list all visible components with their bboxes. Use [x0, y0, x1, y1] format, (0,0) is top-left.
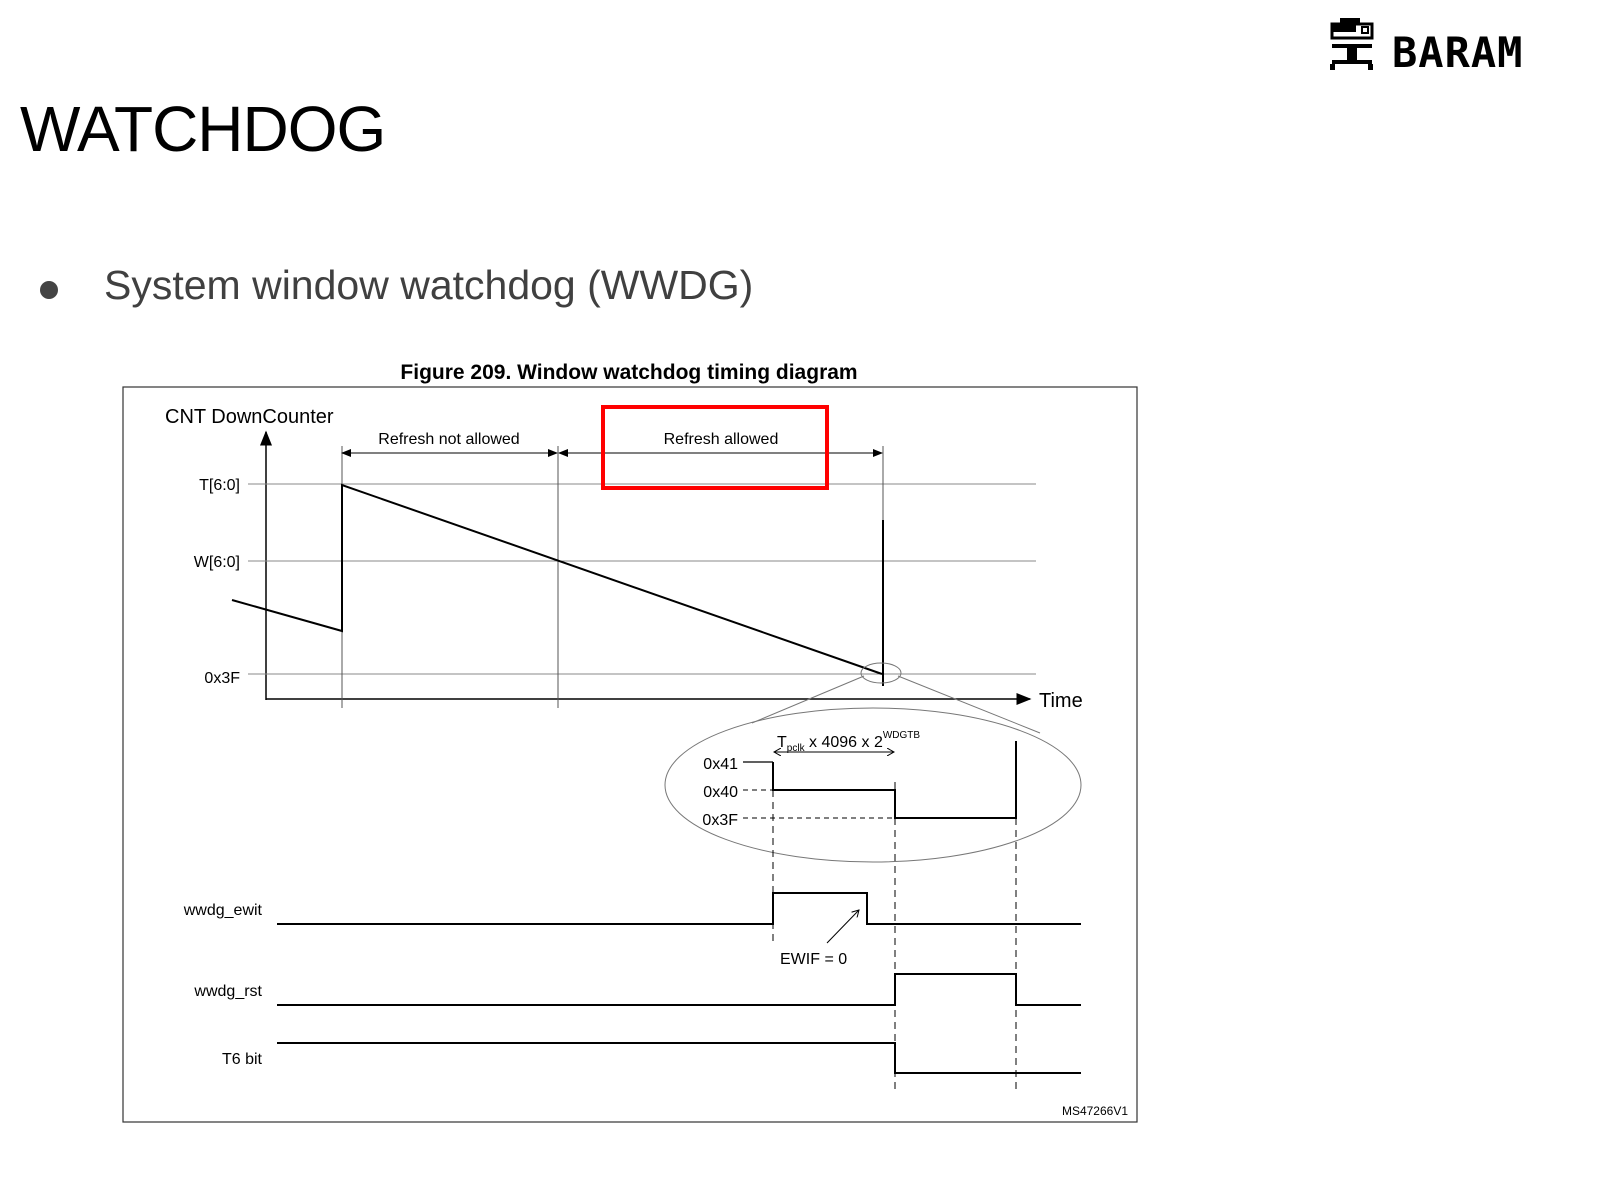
- x-axis-label: Time: [1039, 690, 1083, 712]
- signal-t6: [277, 1042, 1081, 1074]
- figure-ref-id: MS47266V1: [1062, 1104, 1128, 1118]
- zoom-level-40: 0x40: [703, 784, 738, 801]
- signal-label-t6: T6 bit: [222, 1051, 263, 1068]
- ewif-note: EWIF = 0: [780, 951, 847, 968]
- figure-caption: Figure 209. Window watchdog timing diagr…: [400, 361, 857, 384]
- counter-waveform: [231, 483, 883, 675]
- refresh-allowed-highlight: [601, 405, 829, 490]
- baram-logo-icon: [1330, 18, 1374, 70]
- signal-label-rst: wwdg_rst: [193, 983, 262, 1000]
- zoom-waveform: [772, 741, 1017, 819]
- bullet-text: System window watchdog (WWDG): [104, 262, 754, 308]
- signal-ewit: [277, 892, 1081, 925]
- refresh-allowed-label: Refresh allowed: [664, 431, 779, 448]
- level-lines: [248, 483, 1036, 675]
- signal-label-ewit: wwdg_ewit: [183, 902, 263, 919]
- region-markers: [341, 446, 884, 708]
- refresh-not-allowed-label: Refresh not allowed: [378, 431, 519, 448]
- timing-dashed-lines: [772, 782, 1017, 1090]
- zoom-source-ellipse: [860, 662, 902, 684]
- level-label-w: W[6:0]: [194, 554, 240, 571]
- slide-title: WATCHDOG: [20, 93, 386, 165]
- zoom-line-left: [751, 675, 865, 724]
- level-label-3f: 0x3F: [204, 670, 240, 687]
- signal-rst: [277, 973, 1081, 1006]
- ewif-arrow: [826, 910, 859, 944]
- y-axis-label: CNT DownCounter: [165, 406, 334, 428]
- zoom-line-right: [897, 675, 1041, 734]
- logo-text: BARAM: [1392, 28, 1524, 77]
- zoom-level-41: 0x41: [703, 756, 738, 773]
- figure-frame: [122, 386, 1138, 1123]
- level-label-t: T[6:0]: [199, 477, 240, 494]
- bullet-icon: [40, 281, 58, 299]
- zoom-level-3f: 0x3F: [702, 812, 738, 829]
- zoom-ellipse: [664, 707, 1082, 863]
- period-label: Tpclk x 4096 x 2WDGTB: [777, 730, 920, 754]
